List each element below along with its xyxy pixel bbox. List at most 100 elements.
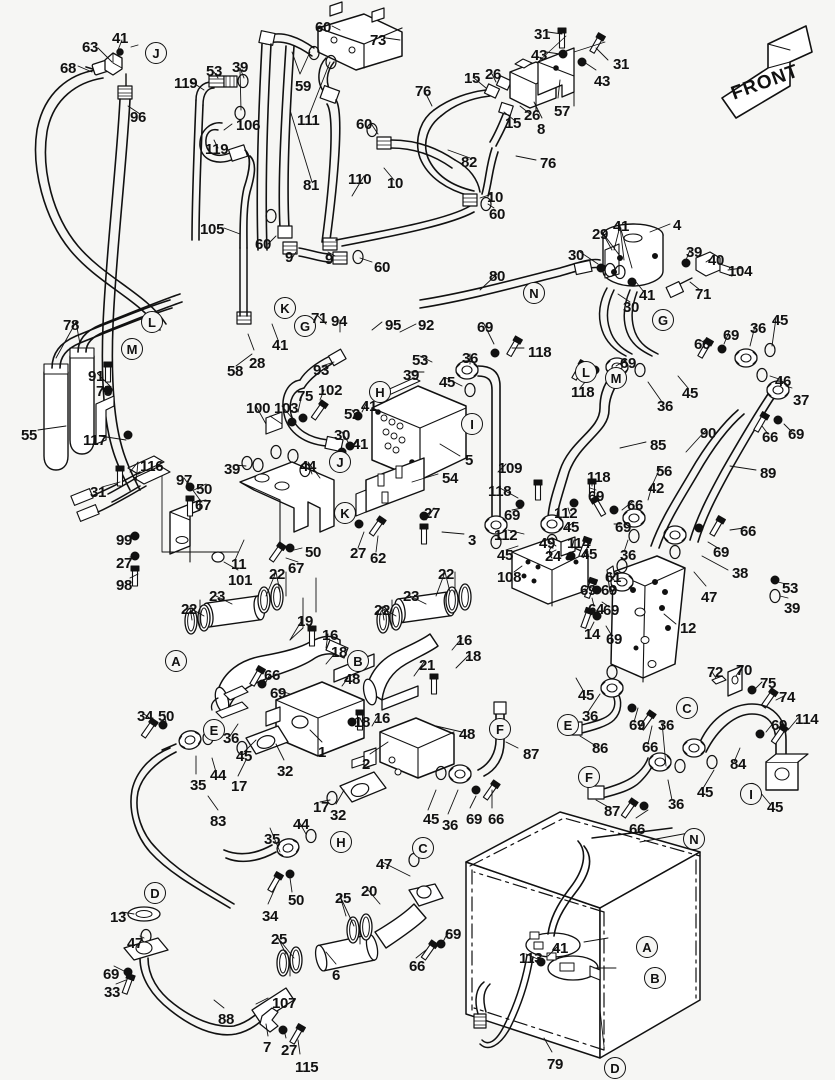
part-number-callout: 24 [545,548,562,565]
section-marker-d: D [144,882,166,904]
part-number-callout: 41 [272,337,289,354]
section-marker-g: G [294,315,316,337]
part-number-callout: 67 [288,560,305,577]
section-marker-i: I [740,783,762,805]
part-number-callout: 41 [552,940,569,957]
part-number-callout: 36 [223,730,240,747]
part-number-callout: 64 [588,601,605,618]
part-number-callout: 53 [412,352,429,369]
part-number-callout: 15 [505,115,522,132]
part-number-callout: 57 [554,103,571,120]
part-number-callout: 44 [210,767,227,784]
part-number-callout: 36 [657,398,674,415]
part-number-callout: 69 [771,717,788,734]
part-number-callout: 12 [680,620,697,637]
part-number-callout: 115 [295,1059,319,1076]
section-marker-h: H [369,381,391,403]
part-number-callout: 82 [461,154,478,171]
section-marker-e: E [557,714,579,736]
part-number-callout: 92 [418,317,435,334]
section-marker-c: C [676,697,698,719]
part-number-callout: 22 [269,566,286,583]
part-number-callout: 112 [554,505,578,522]
part-number-callout: 69 [788,426,805,443]
part-number-callout: 36 [658,717,675,734]
part-number-callout: 45 [697,784,714,801]
part-number-callout: 14 [584,626,601,643]
part-number-callout: 50 [196,481,213,498]
part-number-callout: 114 [795,711,819,728]
part-number-callout: 18 [354,714,371,731]
part-number-callout: 36 [668,796,685,813]
part-number-callout: 45 [682,385,699,402]
part-number-callout: 116 [140,458,164,475]
part-number-callout: 5 [465,452,474,469]
part-number-callout: 4 [673,217,682,234]
part-number-callout: 31 [534,26,551,43]
part-number-callout: 71 [311,310,328,327]
part-number-callout: 68 [60,60,77,77]
part-number-callout: 22 [374,602,391,619]
part-number-callout: 63 [82,39,99,56]
part-number-callout: 25 [335,890,352,907]
part-number-callout: 10 [387,175,404,192]
part-number-callout: 23 [209,588,226,605]
part-number-callout: 44 [293,816,310,833]
part-number-callout: 2 [362,756,371,773]
part-number-callout: 41 [352,436,369,453]
part-number-callout: 11 [231,556,247,573]
part-number-callout: 30 [568,247,585,264]
part-number-callout: 50 [305,544,322,561]
section-marker-f: F [489,718,511,740]
part-number-callout: 103 [274,400,299,417]
part-number-callout: 27 [116,555,133,572]
section-marker-m: M [605,367,627,389]
part-number-callout: 83 [210,813,227,830]
part-number-callout: 47 [376,856,393,873]
part-number-callout: 73 [370,32,387,49]
part-number-callout: 94 [331,313,348,330]
part-number-callout: 69 [603,602,620,619]
part-number-callout: 113 [519,950,543,967]
part-number-callout: 62 [370,550,387,567]
part-number-callout: 45 [236,748,253,765]
part-number-callout: 56 [656,463,673,480]
part-number-callout: 69 [580,582,597,599]
part-number-callout: 81 [303,177,320,194]
part-number-callout: 66 [264,667,281,684]
part-number-callout: 69 [601,582,618,599]
part-number-callout: 30 [623,299,640,316]
part-number-callout: 43 [594,73,611,90]
part-number-callout: 93 [313,362,330,379]
part-number-callout: 72 [707,664,724,681]
part-number-callout: 47 [701,589,718,606]
part-number-callout: 50 [158,708,175,725]
part-number-callout: 27 [424,505,441,522]
part-number-callout: 102 [318,382,343,399]
part-number-callout: 23 [403,588,420,605]
part-number-callout: 69 [606,631,623,648]
part-number-callout: 36 [582,708,599,725]
part-number-callout: 36 [462,350,479,367]
part-number-callout: 31 [90,484,107,501]
part-number-callout: 27 [281,1042,298,1059]
part-number-callout: 55 [21,427,38,444]
part-number-callout: 69 [504,507,521,524]
section-marker-l: L [141,311,163,333]
part-number-callout: 79 [547,1056,564,1073]
part-number-callout: 39 [784,600,801,617]
part-number-callout: 39 [403,367,420,384]
part-number-callout: 70 [736,662,753,679]
part-number-callout: 30 [334,427,351,444]
part-number-callout: 90 [700,425,717,442]
section-marker-k: K [274,297,296,319]
section-marker-b: B [644,967,666,989]
part-number-callout: 44 [300,458,317,475]
part-number-callout: 105 [200,221,225,238]
part-number-callout: 98 [116,577,133,594]
part-number-callout: 7 [263,1039,272,1056]
part-number-callout: 16 [374,710,391,727]
section-marker-m: M [121,338,143,360]
part-number-callout: 26 [524,107,541,124]
